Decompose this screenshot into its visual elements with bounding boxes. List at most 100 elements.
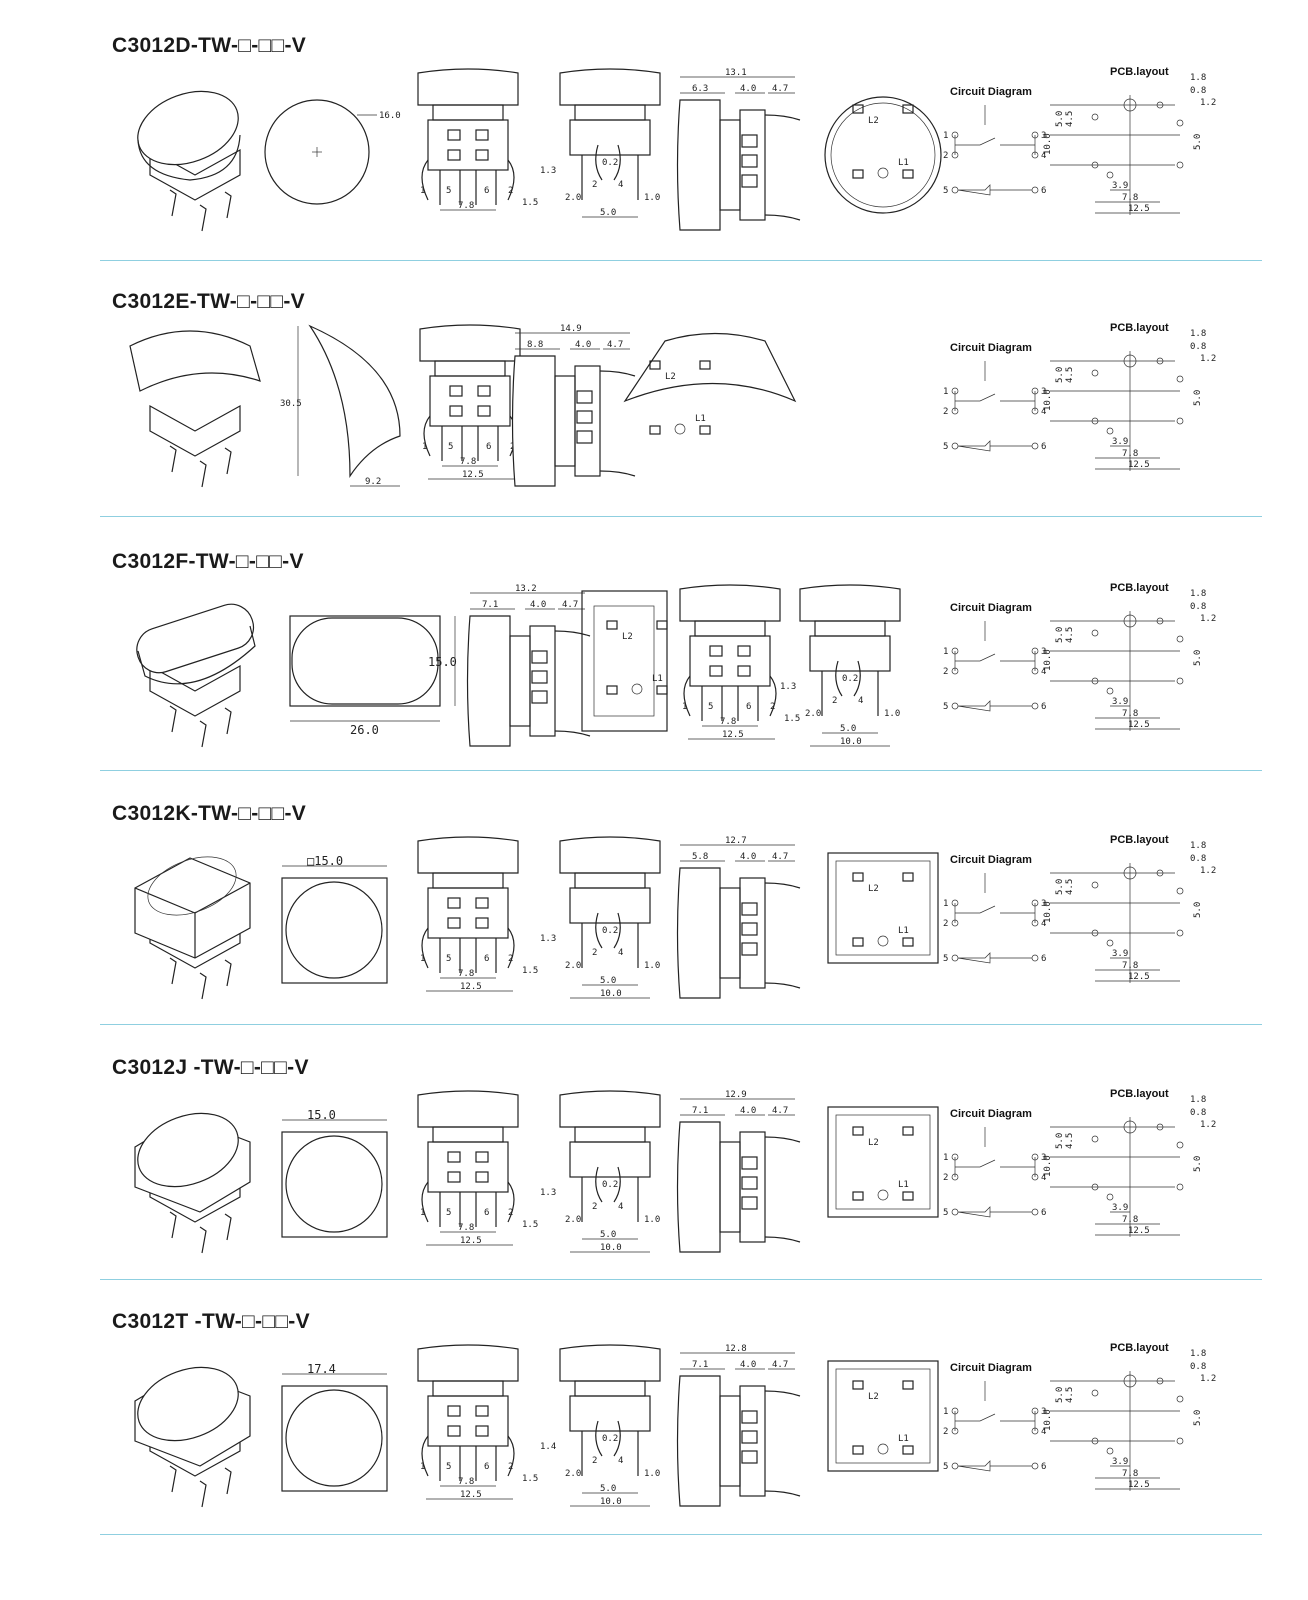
outline — [827, 1360, 939, 1472]
cap-side — [137, 134, 241, 181]
pcb-h2: 5.0 — [1055, 367, 1065, 383]
side-total-label: 14.9 — [560, 324, 582, 334]
cap-profile — [799, 584, 901, 622]
pin-number: 5 — [448, 442, 453, 452]
outline — [741, 1410, 758, 1424]
pin-number: 2 — [943, 1173, 948, 1183]
l2-label: L2 — [868, 116, 879, 126]
switch-symbol — [955, 137, 1035, 146]
cap-profile — [417, 1344, 519, 1382]
pin-number: 6 — [484, 954, 489, 964]
pin-number: 2 — [592, 1456, 597, 1466]
pcb-h3: 4.5 — [1065, 1133, 1075, 1149]
pin-number: 1 — [943, 387, 948, 397]
outline — [289, 615, 441, 707]
pad — [1176, 1183, 1184, 1191]
outline — [852, 1191, 864, 1201]
pad — [1176, 887, 1184, 895]
model-title: C3012F-TW-□-□□-V — [112, 550, 304, 573]
pin-number: 6 — [1041, 442, 1046, 452]
pin-number: 4 — [1041, 667, 1046, 677]
pin-offset-label: 1.5 — [522, 198, 538, 208]
bottom-outline — [824, 96, 942, 214]
side-b-label: 4.0 — [740, 852, 756, 862]
pin-spacing-label: 7.8 — [458, 1223, 474, 1233]
outline — [852, 1380, 864, 1390]
side-a-label: 7.1 — [482, 600, 498, 610]
pin-leg — [199, 1226, 207, 1254]
pin-spacing-label: 7.8 — [458, 201, 474, 211]
led-lead — [421, 1181, 429, 1223]
terminal-leads — [764, 1390, 801, 1497]
section-divider — [100, 260, 1262, 261]
pcb-w3: 12.5 — [1128, 1226, 1150, 1236]
outline — [475, 897, 489, 909]
pcb-h3: 4.5 — [1065, 111, 1075, 127]
terminal-dot — [951, 442, 959, 450]
terminal-dot — [1031, 702, 1039, 710]
pin-number: 3 — [1041, 1407, 1046, 1417]
circuit-title: Circuit Diagram — [950, 1108, 1032, 1120]
pin-a-label: 1.4 — [540, 1442, 556, 1452]
pin-d-label: 5.0 — [600, 208, 616, 218]
side-total-label: 12.9 — [725, 1090, 747, 1100]
pin-number: 4 — [618, 1456, 623, 1466]
model-title: C3012K-TW-□-□□-V — [112, 802, 307, 825]
outline — [852, 1126, 864, 1136]
pin-number: 4 — [1041, 407, 1046, 417]
pcb-w3: 12.5 — [1128, 972, 1150, 982]
pin-number: 5 — [446, 1462, 451, 1472]
led-dot — [674, 423, 686, 435]
pad — [1156, 617, 1164, 625]
l1-label: L1 — [898, 1434, 909, 1444]
outline — [509, 635, 531, 727]
side-a-label: 5.8 — [692, 852, 708, 862]
pin-number: 6 — [1041, 702, 1046, 712]
pin-number: 6 — [1041, 1208, 1046, 1218]
pin-offset-label: 1.5 — [522, 1474, 538, 1484]
pin-leg — [169, 445, 177, 473]
pcb-w3: 12.5 — [1128, 1480, 1150, 1490]
outline — [741, 1196, 758, 1210]
pin-number: 1 — [943, 1153, 948, 1163]
terminal-leads — [764, 1136, 801, 1243]
pin-leg — [224, 1467, 232, 1495]
cap-arc — [308, 324, 401, 478]
outline — [741, 1450, 758, 1464]
pcb-d1: 1.8 — [1190, 1095, 1206, 1105]
pin-total-label: 12.5 — [722, 730, 744, 740]
outline — [447, 897, 461, 909]
pad — [1176, 1141, 1184, 1149]
pin-number: 6 — [746, 702, 751, 712]
pin-number: 6 — [484, 1462, 489, 1472]
outline — [741, 174, 758, 188]
terminal-dot — [951, 1462, 959, 1470]
outline — [835, 1368, 931, 1464]
pcb-w1: 3.9 — [1112, 1457, 1128, 1467]
pad — [1091, 677, 1099, 685]
outline — [281, 1131, 388, 1238]
switch-symbol — [955, 905, 1035, 914]
outline — [814, 620, 886, 637]
outline — [427, 1141, 509, 1193]
terminal-dot — [1031, 442, 1039, 450]
led-dot — [631, 683, 643, 695]
outline — [432, 1126, 504, 1143]
outline — [852, 104, 864, 114]
terminal-leads — [764, 114, 801, 221]
circuit-title: Circuit Diagram — [950, 602, 1032, 614]
pcb-w3: 12.5 — [1128, 204, 1150, 214]
side-a-label: 6.3 — [692, 84, 708, 94]
cap-dimension-2: 26.0 — [350, 723, 379, 737]
cap-profile — [679, 584, 781, 622]
switch-symbol — [955, 1159, 1035, 1168]
